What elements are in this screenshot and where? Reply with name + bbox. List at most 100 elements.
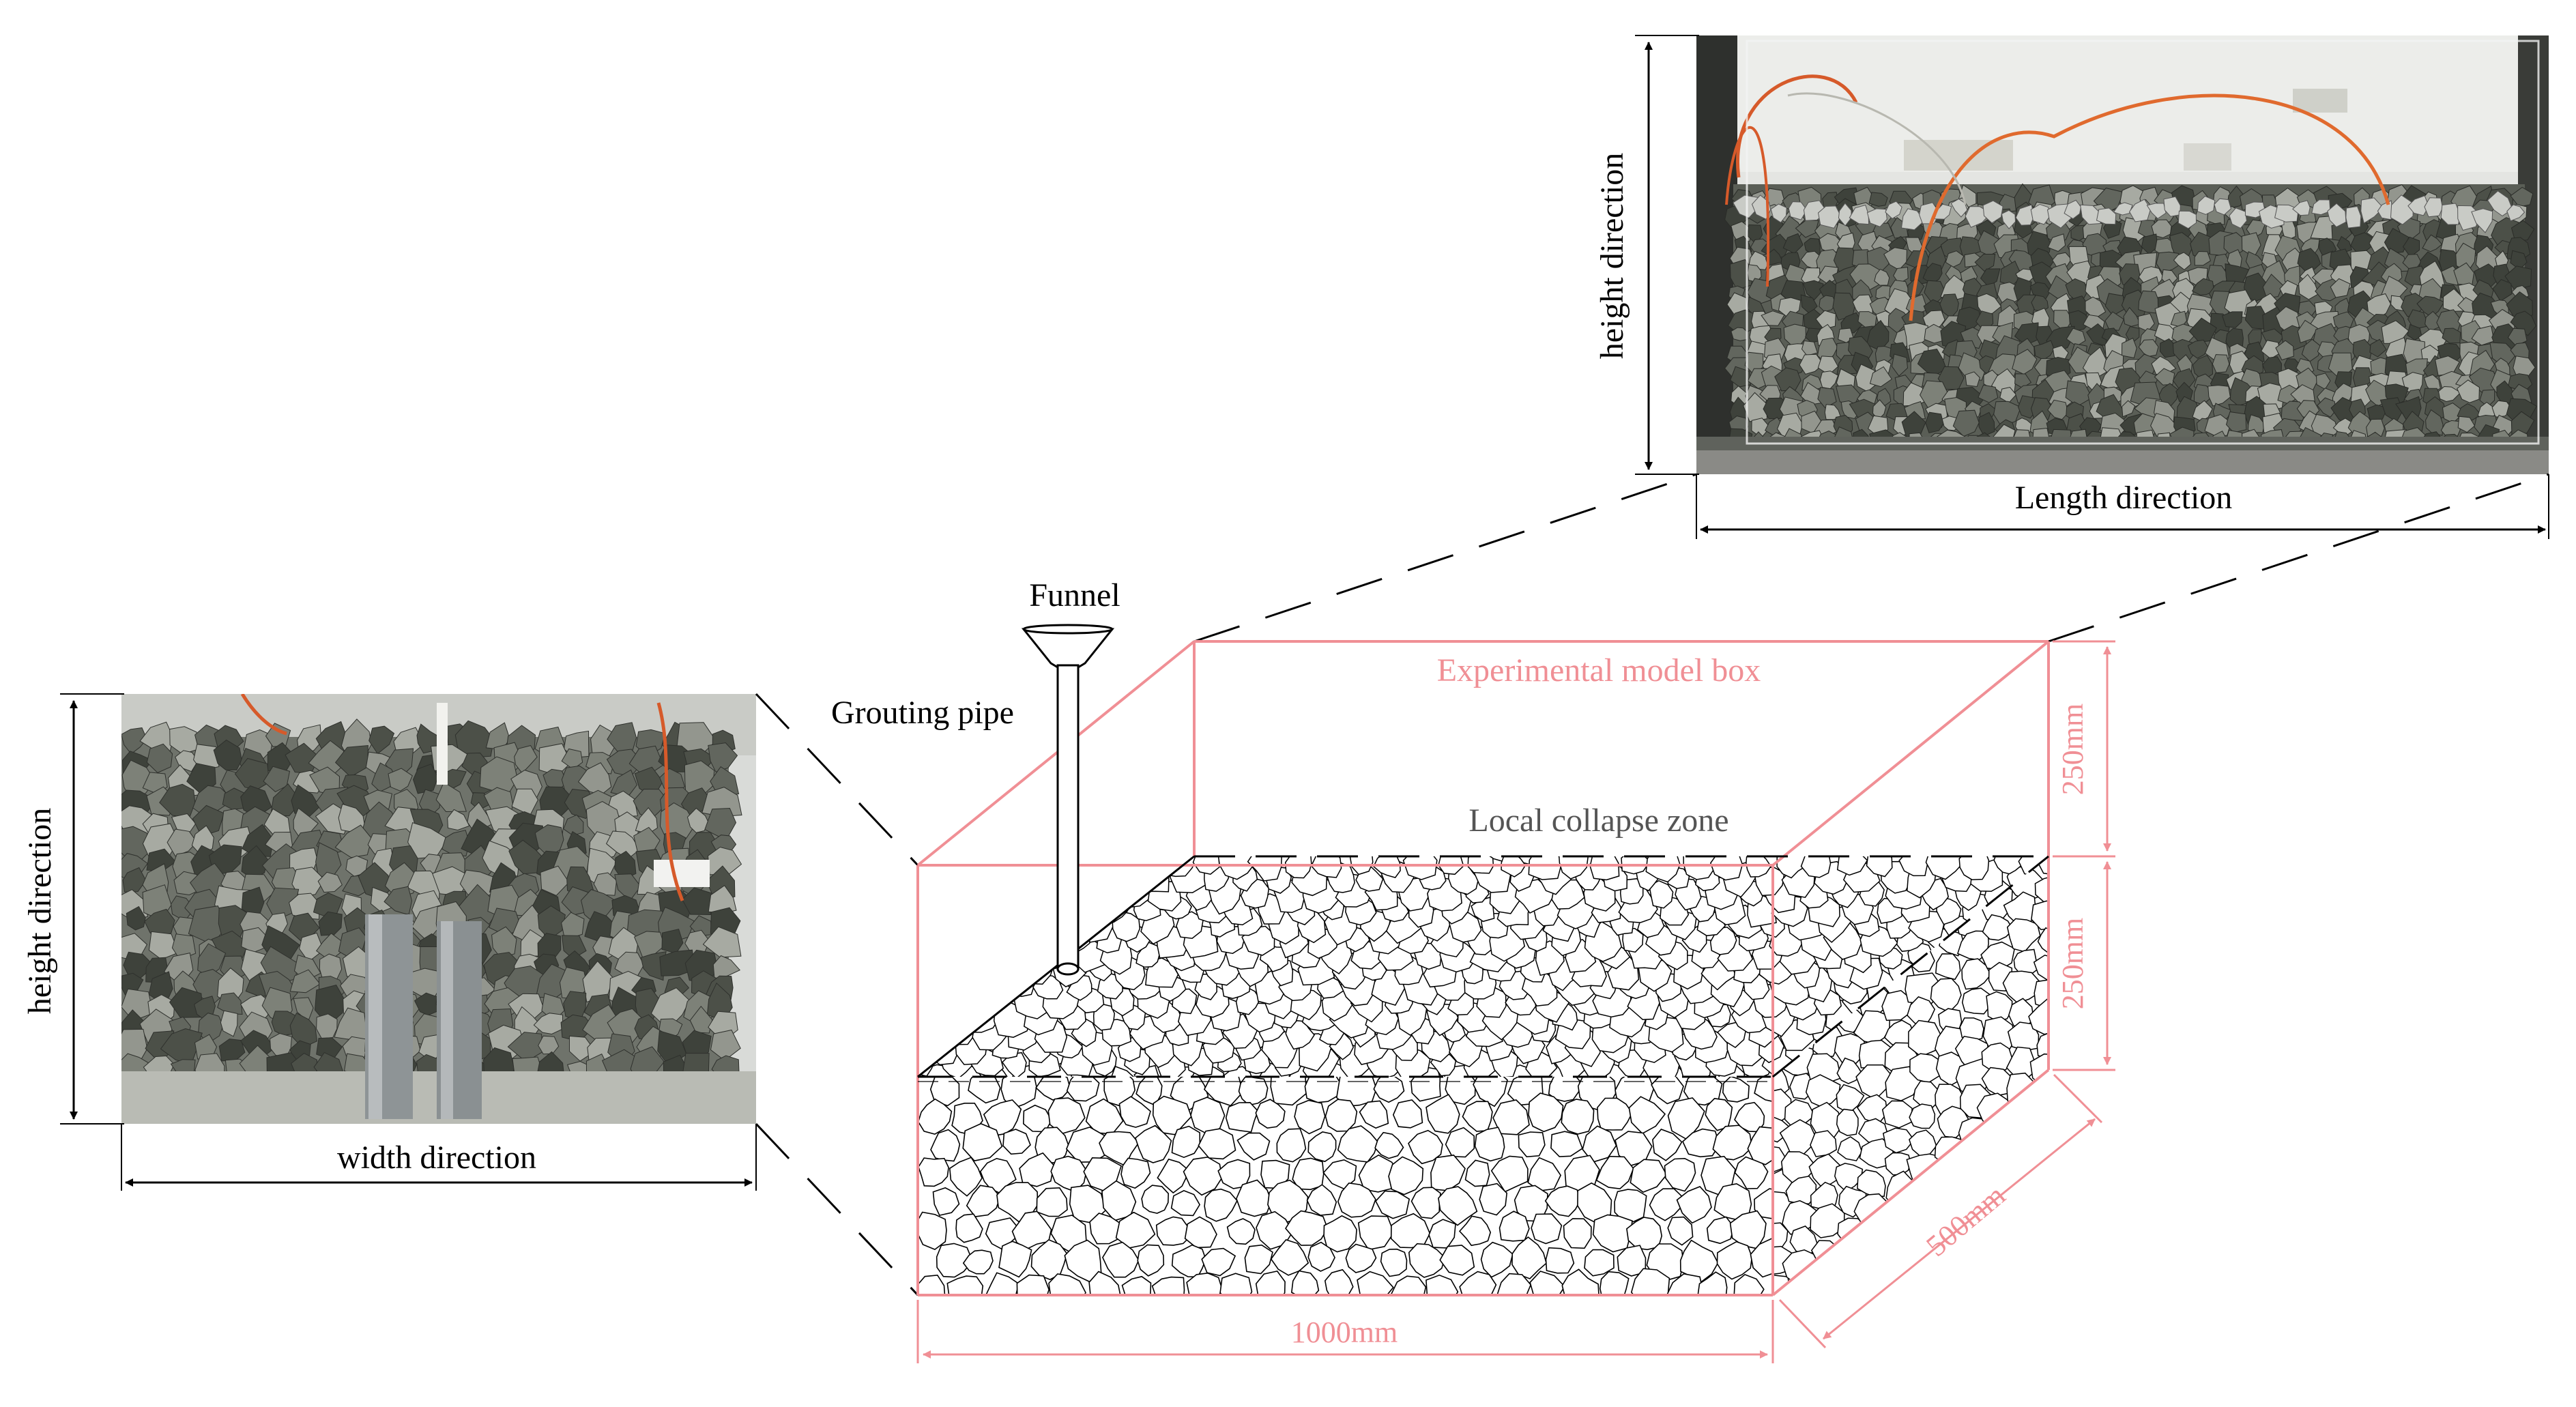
gravel-stone bbox=[1337, 1125, 1379, 1163]
gravel-stone bbox=[1706, 1216, 1735, 1245]
photo-stone bbox=[2438, 386, 2461, 403]
photo-stone bbox=[2317, 397, 2336, 418]
gravel-stone bbox=[1665, 1273, 1704, 1295]
gravel-stone bbox=[1773, 1274, 1791, 1295]
photo-stone bbox=[2457, 379, 2480, 403]
gravel-stone bbox=[1135, 1077, 1163, 1106]
gravel-stone bbox=[1713, 1183, 1752, 1220]
photo-stone bbox=[2086, 323, 2108, 347]
photo-stone bbox=[318, 911, 343, 936]
photo-stone bbox=[1795, 220, 1819, 238]
gravel-stone bbox=[1592, 1214, 1633, 1253]
photo-stone bbox=[680, 787, 712, 817]
gravel-stone bbox=[1112, 911, 1141, 942]
photo-stone bbox=[2121, 337, 2137, 359]
gravel-stone bbox=[1036, 1187, 1068, 1217]
gravel-stone bbox=[1035, 1077, 1071, 1101]
gravel-stone bbox=[2037, 856, 2049, 876]
gravel-stone bbox=[1750, 1238, 1773, 1278]
gravel-stone bbox=[1582, 1125, 1617, 1163]
photo-stone bbox=[2191, 278, 2215, 295]
photo-stone bbox=[610, 769, 637, 797]
photo-stone bbox=[2336, 235, 2353, 253]
photo-stone bbox=[1893, 267, 1909, 285]
photo-stone bbox=[1788, 201, 1808, 220]
gravel-stone bbox=[1357, 1271, 1394, 1295]
photo-stone bbox=[2154, 323, 2177, 342]
gravel-stone bbox=[1667, 1097, 1705, 1141]
photo-stone bbox=[2241, 232, 2261, 258]
photo-stone bbox=[2247, 414, 2265, 433]
photo-stone bbox=[2506, 204, 2526, 222]
photo-stone bbox=[2422, 234, 2443, 252]
gravel-stone bbox=[1544, 1185, 1581, 1217]
gravel-stone bbox=[1170, 1190, 1201, 1217]
photo-stone bbox=[1800, 294, 1818, 315]
photo-stone bbox=[2146, 203, 2167, 220]
photo-stone bbox=[1917, 348, 1947, 375]
gravel-stone bbox=[1408, 1129, 1443, 1165]
photo-stone bbox=[2315, 373, 2331, 390]
gravel-stone bbox=[1734, 1156, 1769, 1189]
photo-stone bbox=[289, 969, 321, 993]
gravel-stone bbox=[943, 1018, 975, 1045]
photo-stone bbox=[2504, 265, 2532, 291]
gravel-stone bbox=[2031, 900, 2049, 931]
photo-stone bbox=[263, 766, 291, 793]
gravel-stone bbox=[930, 1129, 961, 1162]
gravel-stone bbox=[1881, 1100, 1913, 1129]
photo-stone bbox=[2138, 313, 2155, 332]
photo-stone bbox=[1924, 323, 1947, 344]
photo-stone bbox=[2292, 200, 2311, 216]
photo-stone bbox=[2489, 342, 2517, 369]
gravel-stone bbox=[996, 1182, 1039, 1223]
gravel-stone bbox=[1260, 1159, 1290, 1189]
photo-stone bbox=[1782, 233, 1804, 255]
gravel-stone bbox=[1349, 856, 1374, 875]
gravel-stone bbox=[1527, 1157, 1562, 1192]
gravel-stone bbox=[1682, 1128, 1720, 1158]
gravel-stone bbox=[1325, 1099, 1358, 1132]
gravel-stone bbox=[918, 1274, 946, 1295]
gravel-stone bbox=[1390, 1275, 1427, 1295]
photo-stone bbox=[1872, 399, 1887, 421]
gravel-stone bbox=[1048, 1273, 1086, 1295]
gravel-stone bbox=[1184, 1216, 1217, 1249]
gravel-stone bbox=[1697, 1271, 1728, 1295]
gravel-stone bbox=[1595, 1155, 1634, 1190]
gravel-stone bbox=[1800, 856, 1832, 878]
gravel-stone bbox=[1747, 1126, 1773, 1165]
photo-stone bbox=[2435, 356, 2460, 376]
right-photo bbox=[1696, 35, 2549, 474]
gravel-stone bbox=[1961, 987, 1992, 1015]
photo-stone bbox=[633, 788, 669, 819]
photo-stone bbox=[2214, 198, 2232, 216]
gravel-stone bbox=[1256, 1210, 1294, 1250]
gravel-stone bbox=[1324, 1268, 1354, 1295]
photo-stone bbox=[2262, 356, 2283, 375]
photo-stone bbox=[2301, 338, 2321, 362]
photo-stone bbox=[2221, 311, 2243, 328]
gravel-stone bbox=[1558, 856, 1589, 880]
gravel-stone bbox=[1359, 1100, 1389, 1129]
photo-stone bbox=[1802, 280, 1824, 301]
gravel-stone bbox=[1050, 1155, 1088, 1193]
gravel-stone bbox=[1157, 1158, 1188, 1194]
gravel-stone bbox=[1120, 1157, 1151, 1189]
gravel-stone bbox=[998, 1241, 1032, 1278]
gravel-stone bbox=[1885, 1170, 1915, 1208]
photo-stone bbox=[383, 886, 413, 916]
gravel-stone bbox=[1426, 1274, 1459, 1295]
gravel-stone bbox=[1529, 1271, 1565, 1295]
photo-stone bbox=[2275, 340, 2294, 361]
gravel-stone bbox=[1561, 1268, 1600, 1295]
gravel-stone bbox=[1622, 927, 1644, 953]
photo-stone bbox=[2510, 310, 2536, 336]
photo-stone bbox=[317, 871, 343, 893]
gravel-stone bbox=[1548, 1077, 1581, 1102]
gravel-stone bbox=[1155, 1216, 1191, 1246]
gravel-stone bbox=[1961, 958, 1992, 990]
photo-stone bbox=[659, 949, 695, 976]
gravel-stone bbox=[1306, 1184, 1337, 1216]
photo-stone bbox=[1824, 404, 1842, 420]
